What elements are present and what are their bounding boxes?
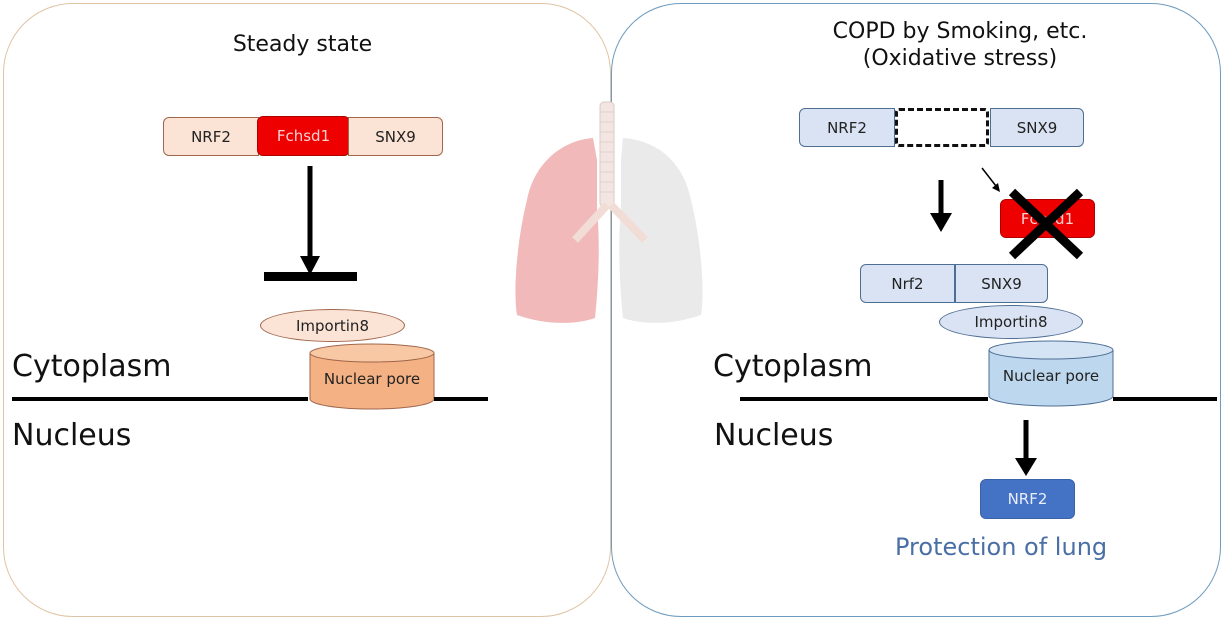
nucleus-label-right: Nucleus xyxy=(714,418,834,453)
nuclear-nrf2-box: NRF2 xyxy=(980,479,1075,519)
empty-fchsd1-slot xyxy=(895,108,989,147)
fchsd1-box: Fchsd1 xyxy=(257,116,350,156)
nuclear-membrane-left-b xyxy=(434,397,488,401)
outcome-label: Protection of lung xyxy=(895,533,1108,561)
nuclear-membrane-left-a xyxy=(12,397,308,401)
nrf2-box: NRF2 xyxy=(163,117,259,156)
right-panel-title-line1: COPD by Smoking, etc. xyxy=(832,19,1088,44)
nuclear-pore-label-right: Nuclear pore xyxy=(1002,367,1100,385)
snx9-box: SNX9 xyxy=(348,117,443,156)
cytoplasm-label-right: Cytoplasm xyxy=(713,349,873,384)
snx9-bound-box: SNX9 xyxy=(955,264,1048,303)
nucleus-label-left: Nucleus xyxy=(12,418,132,453)
importin8-oval: Importin8 xyxy=(260,309,405,342)
importin8-oval-right: Importin8 xyxy=(939,305,1083,339)
snx9-box-right: SNX9 xyxy=(990,108,1084,147)
nrf2-box-right: NRF2 xyxy=(799,108,895,147)
steady-state-panel xyxy=(3,3,611,617)
copd-panel xyxy=(611,3,1221,617)
down-arrow-head xyxy=(930,213,952,232)
nrf2-bound-box: Nrf2 xyxy=(860,264,955,303)
nuclear-membrane-right-b xyxy=(1113,397,1217,401)
nuclear-membrane-right-a xyxy=(740,397,988,401)
lungs-icon xyxy=(515,101,703,323)
left-panel-title: Steady state xyxy=(232,32,373,57)
cytoplasm-label-left: Cytoplasm xyxy=(12,349,172,384)
nuclear-pore-label-left: Nuclear pore xyxy=(323,370,421,388)
nuclear-pore-cylinder-right xyxy=(988,340,1114,407)
right-panel-title-line2: (Oxidative stress) xyxy=(862,46,1058,71)
nuclear-pore-cylinder-left xyxy=(309,343,435,410)
release-arrow-icon xyxy=(981,167,997,187)
